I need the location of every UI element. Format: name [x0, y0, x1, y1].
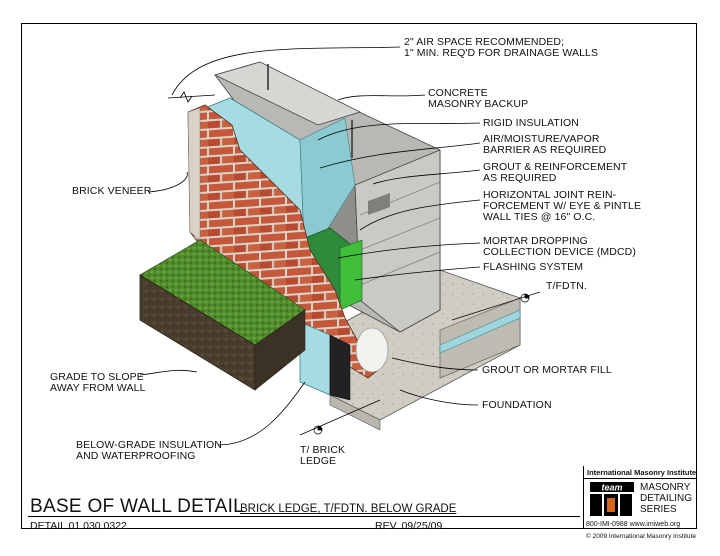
tfdtn-label: T/FDTN.: [546, 280, 587, 292]
brick-veneer: [187, 104, 379, 379]
brick-veneer-label: BRICK VENEER: [72, 185, 152, 197]
institute-name: International Masonry Institute: [587, 468, 697, 477]
flashing-label: FLASHING SYSTEM: [483, 261, 584, 273]
grout-fill-label: GROUT OR MORTAR FILL: [482, 364, 612, 376]
foundation-label: FOUNDATION: [482, 399, 552, 411]
below-grade-label: BELOW-GRADE INSULATION AND WATERPROOFING: [76, 439, 222, 462]
mdcd-label: MORTAR DROPPING COLLECTION DEVICE (MDCD): [483, 235, 636, 258]
leader-lines: [139, 46, 481, 446]
air-space-label: 2" AIR SPACE RECOMMENDED; 1" MIN. REQ'D …: [404, 36, 599, 59]
page-subtitle: BRICK LEDGE, T/FDTN. BELOW GRADE: [240, 503, 457, 515]
grade-soil: [139, 239, 306, 391]
rigid-insulation-label: RIGID INSULATION: [483, 117, 579, 129]
concrete-masonry-label: CONCRETE MASONRY BACKUP: [428, 87, 529, 110]
brick-ledge-label: T/ BRICK LEDGE: [300, 444, 346, 467]
horizontal-joint-label: HORIZONTAL JOINT REIN- FORCEMENT W/ EYE …: [483, 189, 642, 223]
branding-divider: [584, 478, 697, 479]
imi-branding-box: [583, 466, 697, 529]
drawing-frame: [21, 23, 697, 529]
grout-reinforcement-label: GROUT & REINFORCEMENT AS REQUIRED: [483, 161, 628, 184]
series-name: MASONRY DETAILING SERIES: [640, 482, 693, 515]
barrier-label: AIR/MOISTURE/VAPOR BARRIER AS REQUIRED: [483, 133, 607, 156]
title-divider: [28, 516, 580, 517]
title-block: BASE OF WALL DETAIL BRICK LEDGE, T/FDTN.…: [22, 493, 582, 519]
page-title: BASE OF WALL DETAIL: [30, 496, 245, 517]
contact-info: 800-IMI-0988 www.imiweb.org: [586, 521, 681, 528]
grade-label: GRADE TO SLOPE AWAY FROM WALL: [50, 371, 146, 394]
brick-ledge: [299, 321, 389, 401]
revision-date: REV. 09/25/09: [375, 520, 443, 532]
elevation-markers: [299, 291, 541, 436]
detail-number: DETAIL 01.030.0322: [30, 520, 127, 532]
copyright: © 2009 International Masonry Institute: [586, 533, 696, 540]
break-line-symbol: [167, 91, 216, 103]
